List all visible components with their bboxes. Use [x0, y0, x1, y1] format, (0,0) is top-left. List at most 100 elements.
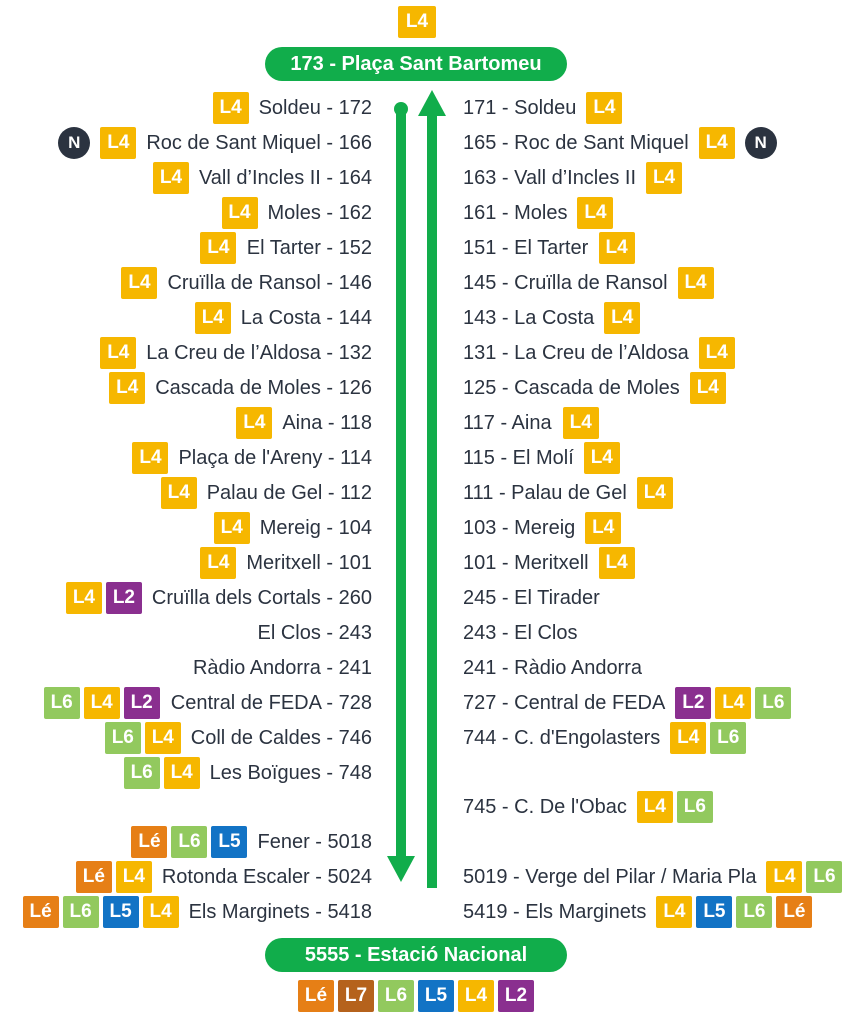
stop-name: 161 - Moles: [463, 202, 568, 224]
line-badge-l2: L2: [105, 582, 142, 614]
line-badge-l2: L2: [675, 687, 712, 719]
stop-name: 117 - Aina: [463, 412, 552, 434]
stop-name: 125 - Cascada de Moles: [463, 377, 680, 399]
line-badge-l4: L4: [656, 896, 693, 928]
line-badge-l4: L4: [221, 197, 258, 229]
stop-name: La Creu de l’Aldosa - 132: [146, 342, 372, 364]
stop-name: 727 - Central de FEDA: [463, 692, 666, 714]
line-badge-l4: L4: [586, 92, 623, 124]
line-badge-le: Lé: [776, 896, 813, 928]
line-badge-l4: L4: [115, 861, 152, 893]
stop-name: 245 - El Tirader: [463, 587, 600, 609]
line-badge-l2: L2: [123, 687, 160, 719]
stop-name: 143 - La Costa: [463, 307, 595, 329]
line-badge-l2: L2: [498, 980, 534, 1012]
stop-name: Mereig - 104: [259, 517, 372, 539]
line-badge-l5: L5: [211, 826, 248, 858]
line-badge-l4: L4: [677, 267, 714, 299]
line-badge-l4: L4: [212, 92, 249, 124]
line-badge-l4: L4: [698, 127, 735, 159]
stop-name: 243 - El Clos: [463, 622, 578, 644]
line-badge-l4: L4: [236, 407, 273, 439]
line-badge-l4: L4: [213, 512, 250, 544]
stop-name: 171 - Soldeu: [463, 97, 577, 119]
stop-name: 165 - Roc de Sant Miquel: [463, 132, 689, 154]
stop-name: Roc de Sant Miquel - 166: [146, 132, 372, 154]
line-badge-l4: L4: [144, 722, 181, 754]
line-badge-l6: L6: [378, 980, 414, 1012]
line-badge-l4: L4: [458, 980, 494, 1012]
stop-name: Rotonda Escaler - 5024: [161, 866, 372, 888]
line-badge-le: Lé: [131, 826, 168, 858]
line-badge-l5: L5: [696, 896, 733, 928]
stop-name: Aina - 118: [282, 412, 372, 434]
stop-name: Fener - 5018: [257, 831, 372, 853]
stop-name: Les Boïgues - 748: [209, 762, 372, 784]
line-badge-l4: L4: [132, 442, 169, 474]
line-badge-l4: L4: [65, 582, 102, 614]
line-badge-l4: L4: [698, 337, 735, 369]
line-badge-l7: L7: [338, 980, 374, 1012]
line-badge-l4: L4: [163, 757, 200, 789]
line-badge-l4: L4: [194, 302, 231, 334]
line-badge-l4: L4: [160, 477, 197, 509]
stop-name: 745 - C. De l'Obac: [463, 796, 627, 818]
stop-name: Cruïlla dels Cortals - 260: [151, 587, 372, 609]
stop-name: Cruïlla de Ransol - 146: [167, 272, 372, 294]
line-badge-l4: L4: [598, 232, 635, 264]
line-badge-l4: L4: [583, 442, 620, 474]
bottom-terminal: 5555 - Estació Nacional: [265, 938, 567, 972]
line-badge-l4: L4: [142, 896, 179, 928]
line-badge-l4: L4: [109, 372, 146, 404]
up-line-shaft: [427, 112, 437, 888]
stop-name: Vall d’Incles II - 164: [198, 167, 372, 189]
line-badge-le: Lé: [22, 896, 59, 928]
stop-name: Meritxell - 101: [246, 552, 372, 574]
line-badge-l4: L4: [100, 127, 137, 159]
line-badge-l4: L4: [604, 302, 641, 334]
stop-name: Cascada de Moles - 126: [155, 377, 372, 399]
stop-name: 151 - El Tarter: [463, 237, 589, 259]
stop-name: Palau de Gel - 112: [206, 482, 372, 504]
up-arrow-head: [418, 90, 446, 116]
stop-name: 131 - La Creu de l’Aldosa: [463, 342, 689, 364]
line-badge-l6: L6: [736, 896, 773, 928]
line-badge-l4: L4: [83, 687, 120, 719]
stop-name: El Clos - 243: [257, 622, 373, 644]
line-badge-l6: L6: [104, 722, 141, 754]
line-badge-l5: L5: [418, 980, 454, 1012]
stop-name: 163 - Vall d’Incles II: [463, 167, 637, 189]
stop-name: 101 - Meritxell: [463, 552, 589, 574]
line-badge-l4: L4: [636, 477, 673, 509]
line-badge-l4: L4: [636, 791, 673, 823]
stop-name: Plaça de l'Areny - 114: [178, 447, 372, 469]
line-badge-l4: L4: [766, 861, 803, 893]
line-badge-l6: L6: [123, 757, 160, 789]
line-badge-l4: L4: [577, 197, 614, 229]
night-service-badge: N: [58, 127, 91, 159]
stop-name: Coll de Caldes - 746: [190, 727, 372, 749]
line-badge-l6: L6: [676, 791, 713, 823]
night-service-badge: N: [744, 127, 777, 159]
stop-name: Ràdio Andorra - 241: [192, 657, 372, 679]
down-line-shaft: [396, 109, 406, 861]
line-badge-l4: L4: [689, 372, 726, 404]
line-badge-le: Lé: [75, 861, 112, 893]
stop-name: La Costa - 144: [240, 307, 372, 329]
line-badge-l4: L4: [646, 162, 683, 194]
top-line-badge: L4: [398, 6, 436, 38]
down-arrow-head: [387, 856, 415, 882]
stop-name: 5019 - Verge del Pilar / Maria Pla: [463, 866, 757, 888]
line-badge-l4: L4: [100, 337, 137, 369]
stop-name: 145 - Cruïlla de Ransol: [463, 272, 668, 294]
line-badge-l6: L6: [710, 722, 747, 754]
stop-name: 111 - Palau de Gel: [463, 482, 627, 504]
line-badge-l4: L4: [562, 407, 599, 439]
stop-name: Els Marginets - 5418: [188, 901, 372, 923]
top-terminal: 173 - Plaça Sant Bartomeu: [265, 47, 567, 81]
stop-name: 5419 - Els Marginets: [463, 901, 647, 923]
line-badge-l4: L4: [585, 512, 622, 544]
stop-name: Central de FEDA - 728: [170, 692, 372, 714]
